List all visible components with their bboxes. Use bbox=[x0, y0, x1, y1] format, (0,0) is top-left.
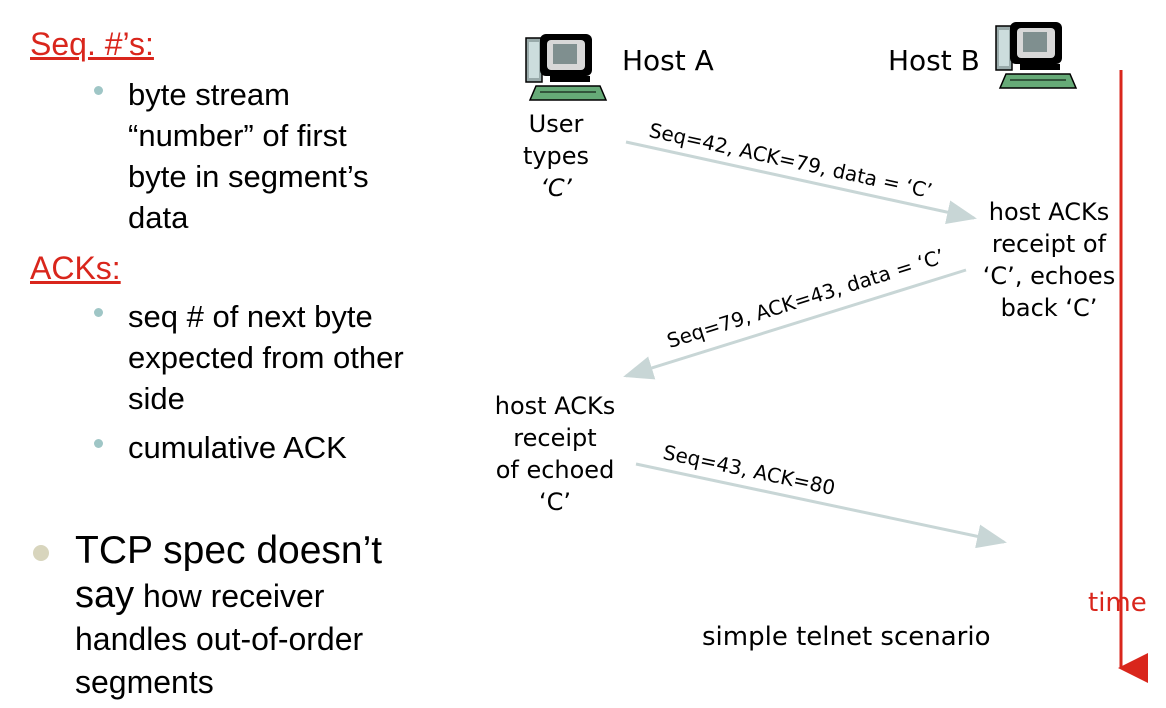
desktop-computer-icon bbox=[525, 34, 608, 101]
tcp-note-say: say bbox=[75, 574, 135, 616]
ack-bullet-line: cumulative ACK bbox=[128, 430, 347, 465]
note-line: receipt bbox=[513, 424, 597, 452]
message-arrow-3 bbox=[635, 462, 1007, 549]
tcp-spec-note: TCP spec doesn’t say how receiver handle… bbox=[30, 528, 450, 704]
list-item: cumulative ACK bbox=[90, 427, 404, 468]
list-item: byte stream “number” of first byte in se… bbox=[90, 74, 369, 238]
seq-bullet-line: data bbox=[128, 200, 189, 235]
ack-bullet-list: seq # of next byte expected from other s… bbox=[90, 296, 404, 468]
host-a-label: Host A bbox=[622, 44, 714, 77]
message-arrow-1 bbox=[625, 140, 977, 224]
tcp-note-line: TCP spec doesn’t bbox=[75, 529, 383, 572]
bullet-dot-icon bbox=[33, 545, 49, 561]
note-line: receipt of bbox=[991, 230, 1107, 258]
bullet-dot-icon bbox=[94, 439, 103, 448]
note-line: ‘C’ bbox=[538, 488, 571, 516]
note-line: types bbox=[522, 142, 590, 170]
bullet-dot-icon bbox=[94, 308, 103, 317]
note-line: ‘C’ bbox=[540, 174, 572, 202]
note-line: of echoed bbox=[495, 456, 615, 484]
desktop-computer-icon bbox=[995, 22, 1078, 89]
note-line: host ACKs bbox=[988, 198, 1110, 226]
acks-heading: ACKs: bbox=[30, 250, 121, 286]
list-item: seq # of next byte expected from other s… bbox=[90, 296, 404, 419]
message-arrow-2 bbox=[623, 268, 967, 380]
note-line: User bbox=[528, 110, 584, 138]
seq-heading: Seq. #’s: bbox=[30, 26, 154, 62]
tcp-note-line: say how receiver bbox=[75, 574, 450, 618]
note-line: back ‘C’ bbox=[1000, 294, 1098, 322]
diagram-caption: simple telnet scenario bbox=[702, 622, 991, 652]
seq-bullet-line: “number” of first bbox=[128, 118, 347, 153]
ack-bullet-line: expected from other bbox=[128, 340, 404, 375]
note-line: host ACKs bbox=[494, 392, 616, 420]
ack-bullet-line: seq # of next byte bbox=[128, 299, 373, 334]
seq-bullet-line: byte in segment’s bbox=[128, 159, 369, 194]
host-a-note: host ACKs receipt of echoed ‘C’ bbox=[478, 390, 632, 518]
tcp-note-text: how receiver bbox=[134, 578, 325, 614]
host-b-label: Host B bbox=[888, 44, 980, 77]
seq-bullet-list: byte stream “number” of first byte in se… bbox=[90, 74, 369, 238]
host-b-note: host ACKs receipt of ‘C’, echoes back ‘C… bbox=[976, 196, 1122, 324]
user-types-note: User types ‘C’ bbox=[506, 108, 606, 204]
ack-bullet-line: side bbox=[128, 381, 185, 416]
tcp-note-line: handles out-of-order bbox=[75, 621, 364, 657]
time-label: time bbox=[1088, 588, 1147, 618]
note-line: ‘C’, echoes bbox=[982, 262, 1116, 290]
bullet-dot-icon bbox=[94, 86, 103, 95]
tcp-note-line: segments bbox=[75, 664, 214, 700]
seq-bullet-line: byte stream bbox=[128, 77, 290, 112]
